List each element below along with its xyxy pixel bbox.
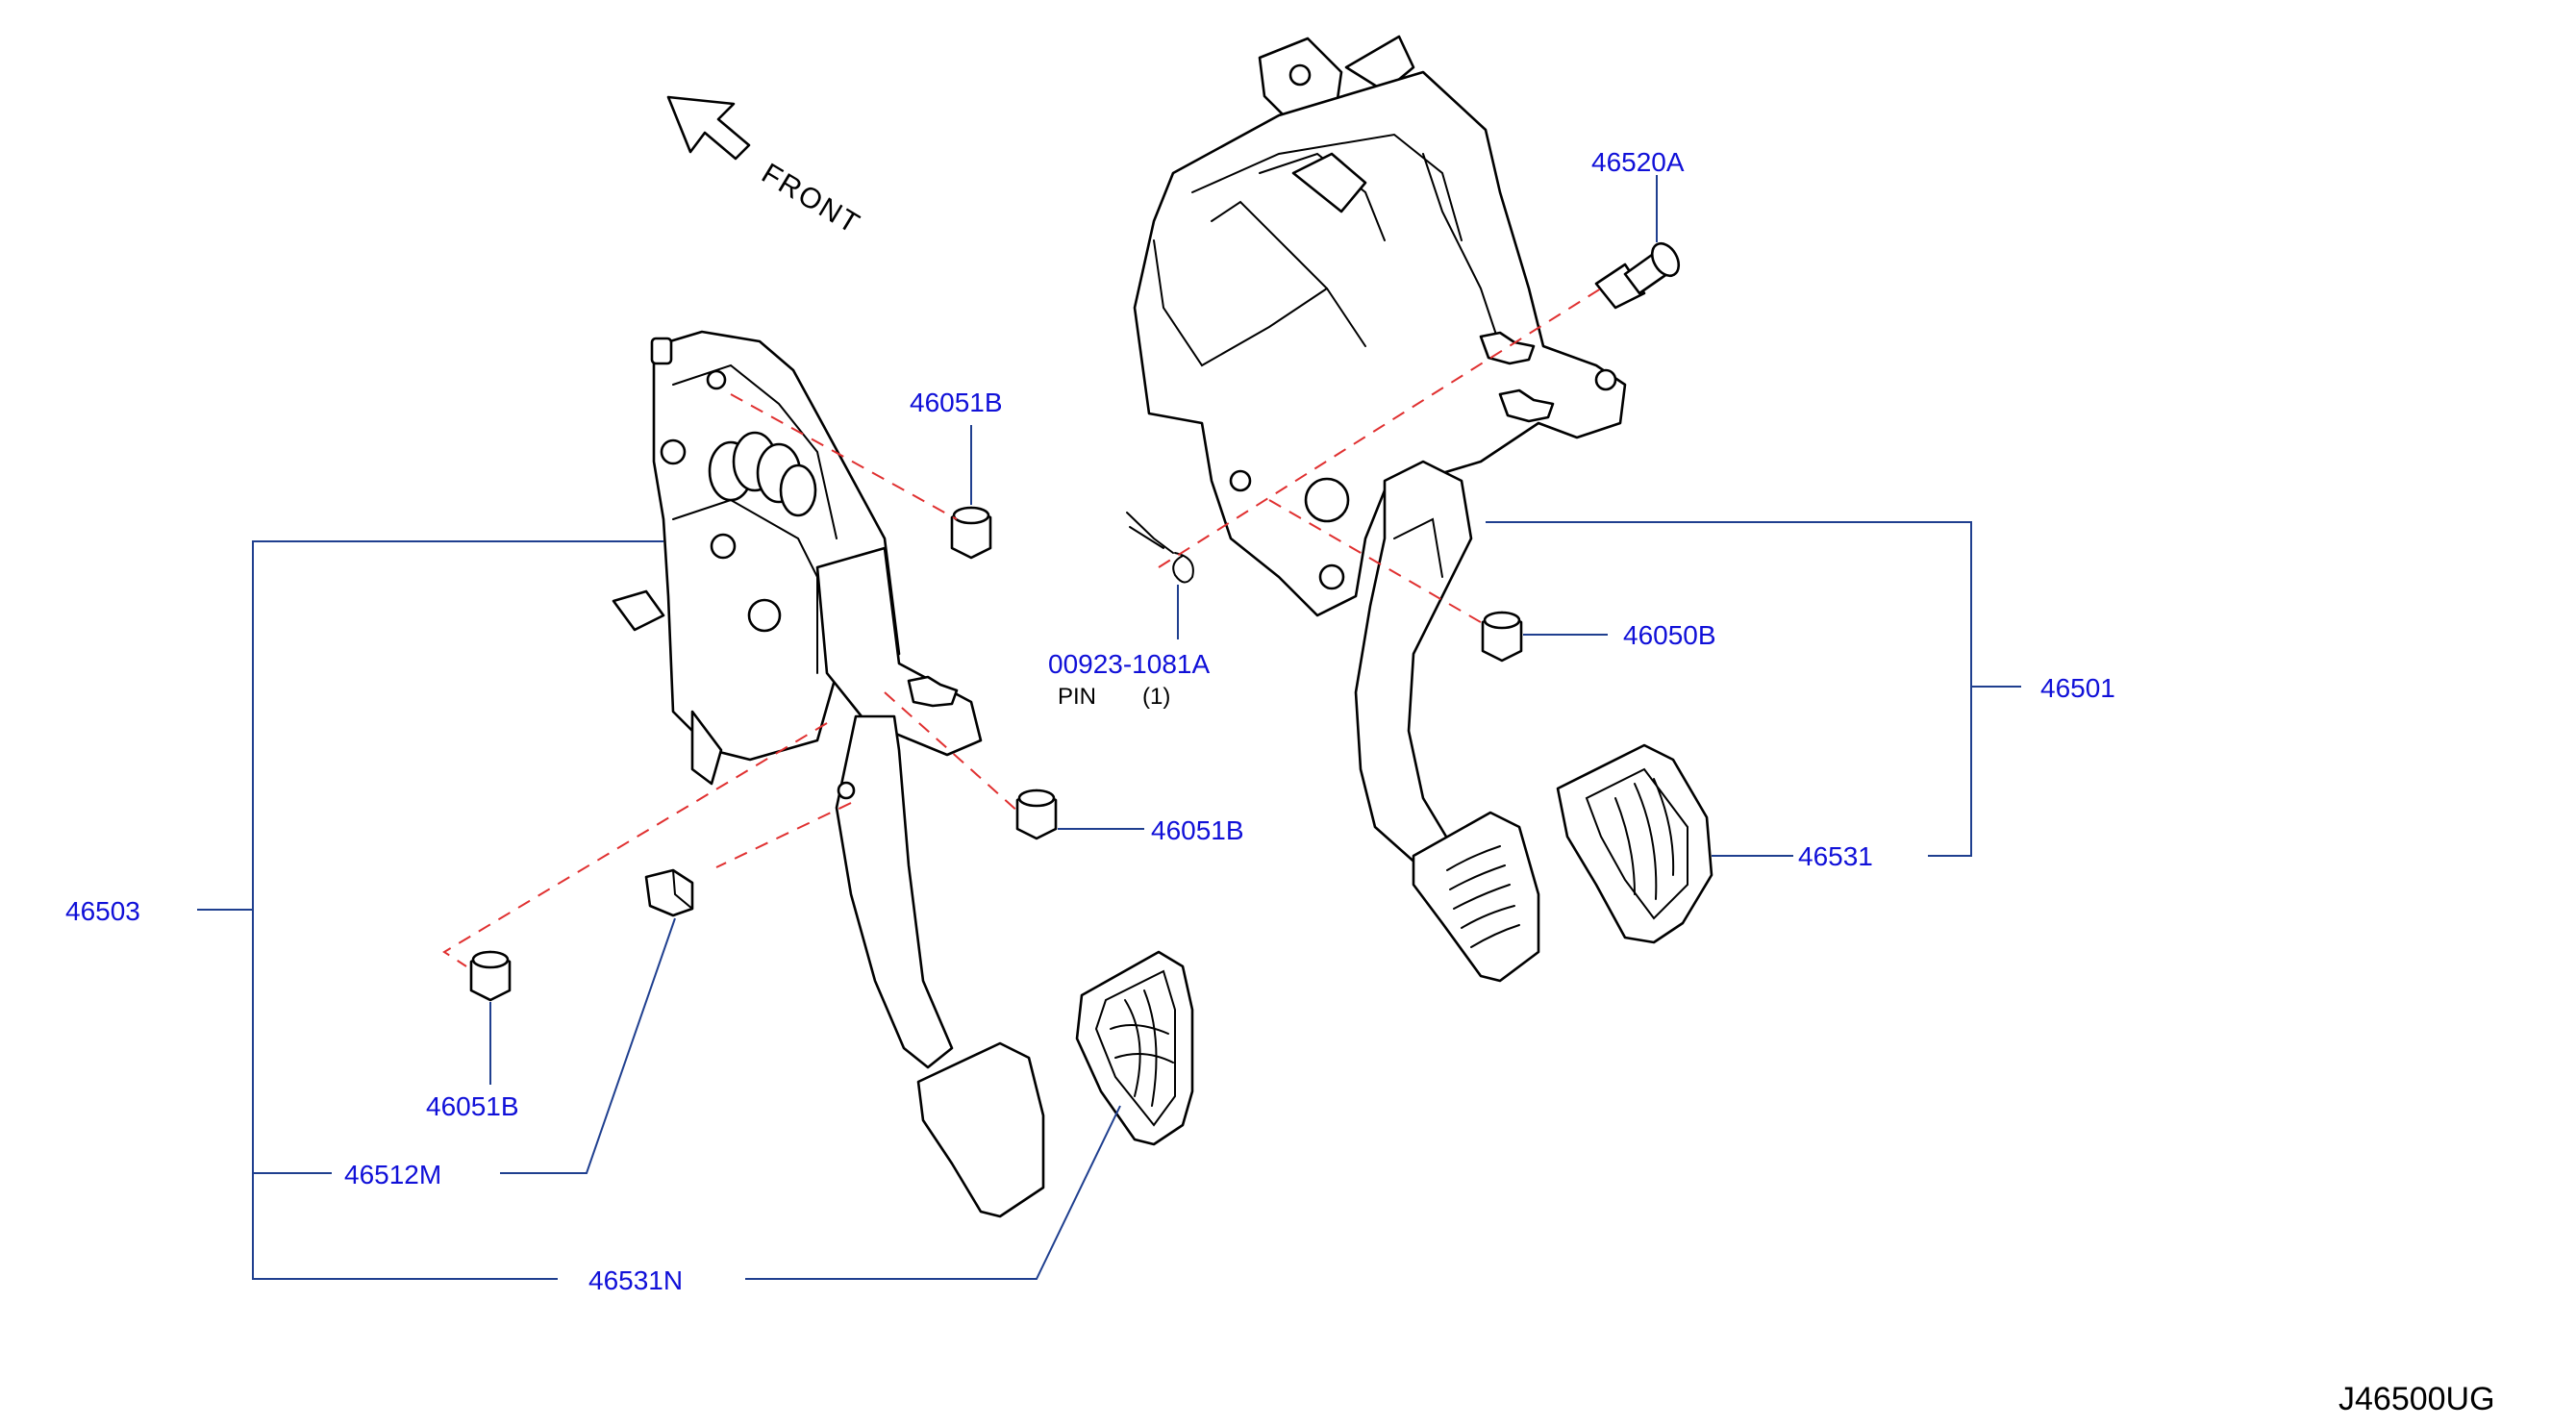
callout-46051B-top: 46051B (910, 388, 1003, 417)
callout-46531: 46531 (1798, 841, 1873, 871)
callout-46531N: 46531N (588, 1265, 683, 1295)
pedal-pad-46531N (1075, 950, 1194, 1146)
nut-46051B-low (469, 950, 512, 1002)
assembly-dashed-lines (442, 288, 1602, 967)
brake-pedal-assembly (1133, 35, 1627, 983)
callout-46501: 46501 (2040, 673, 2115, 703)
nut-46051B-top (950, 506, 992, 560)
leader-lines (197, 175, 2021, 1280)
callout-46503: 46503 (65, 896, 140, 926)
callout-46051B-low: 46051B (426, 1091, 519, 1121)
callout-46520A: 46520A (1591, 147, 1685, 177)
pin-name-label: PIN (1058, 684, 1096, 710)
bolt-46520A (1594, 241, 1681, 310)
nut-46051B-mid (1015, 789, 1058, 840)
pin-00923-1081A (1126, 512, 1194, 584)
callout-46512M: 46512M (344, 1160, 441, 1189)
front-label: FRONT (756, 158, 865, 241)
callout-46051B-mid: 46051B (1151, 815, 1244, 845)
return-spring-icon (708, 431, 817, 517)
pedal-pad-46531 (1556, 743, 1713, 944)
callout-00923-1081A: 00923-1081A (1048, 649, 1210, 679)
clutch-pedal-assembly (612, 330, 1045, 1218)
diagram-reference-code: J46500UG (2338, 1381, 2495, 1417)
pin-quantity-label: (1) (1142, 684, 1170, 710)
pedal-stopper-46512M (644, 868, 694, 917)
nut-46050B (1481, 611, 1523, 663)
callout-46050B: 46050B (1623, 620, 1716, 650)
front-arrow-icon (666, 95, 751, 161)
